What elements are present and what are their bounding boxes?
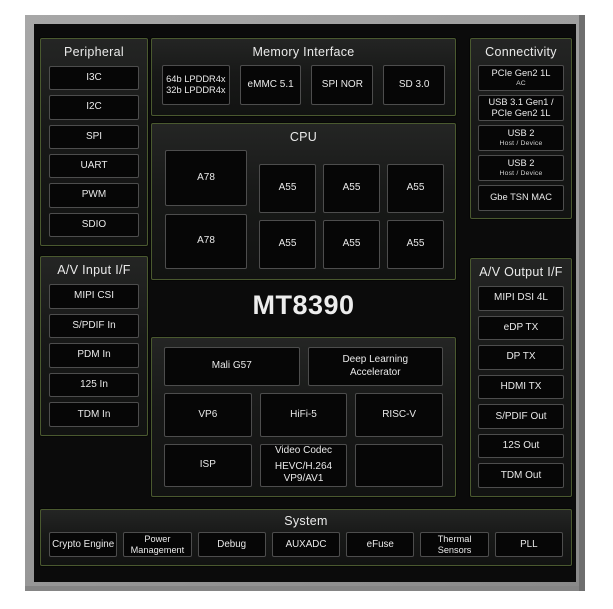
block-tdm-in: TDM In bbox=[49, 402, 139, 427]
section-memory-interface: Memory Interface 64b LPDDR4x 32b LPDDR4x… bbox=[151, 38, 456, 116]
system-items: Crypto Engine Power Management Debug AUX… bbox=[41, 530, 571, 565]
block-a55-1: A55 bbox=[259, 164, 316, 213]
multimedia-row-3: ISP Video Codec HEVC/H.264 VP9/AV1 bbox=[164, 443, 443, 487]
block-pll: PLL bbox=[494, 532, 563, 557]
multimedia-items: Mali G57 Deep Learning Accelerator VP6 H… bbox=[152, 338, 455, 496]
block-risc-v: RISC-V bbox=[355, 393, 443, 437]
block-usb2-1: USB 2 Host / Device bbox=[478, 125, 564, 151]
cpu-little-cores: A55 A55 A55 A55 A55 A55 bbox=[259, 164, 444, 269]
section-title-cpu: CPU bbox=[289, 130, 318, 144]
block-usb31-pcie: USB 3.1 Gen1 / PCIe Gen2 1L bbox=[478, 95, 564, 121]
section-connectivity: Connectivity PCIe Gen2 1L AC USB 3.1 Gen… bbox=[470, 38, 572, 219]
section-title-system: System bbox=[284, 514, 328, 528]
block-a55-3: A55 bbox=[387, 164, 444, 213]
block-a55-2: A55 bbox=[323, 164, 380, 213]
section-av-output: A/V Output I/F MIPI DSI 4L eDP TX DP TX … bbox=[470, 258, 572, 497]
block-i2s-in: 125 In bbox=[49, 372, 139, 398]
block-debug: Debug bbox=[197, 532, 266, 557]
block-video-codec: Video Codec HEVC/H.264 VP9/AV1 bbox=[259, 443, 348, 487]
peripheral-items: I3C I2C SPI UART PWM SDIO bbox=[41, 63, 147, 245]
block-dp-tx: DP TX bbox=[478, 345, 564, 370]
cpu-cores: A78 A78 A55 A55 A55 A55 A55 A55 bbox=[152, 148, 455, 279]
block-mali-g57: Mali G57 bbox=[164, 347, 300, 386]
section-title-peripheral: Peripheral bbox=[64, 45, 124, 59]
block-hdmi-tx: HDMI TX bbox=[478, 374, 564, 400]
section-title-av-output: A/V Output I/F bbox=[479, 265, 563, 279]
multimedia-row-1: Mali G57 Deep Learning Accelerator bbox=[164, 347, 443, 386]
block-i2c: I2C bbox=[49, 95, 139, 120]
block-a55-5: A55 bbox=[323, 220, 380, 269]
section-peripheral: Peripheral I3C I2C SPI UART PWM SDIO bbox=[40, 38, 148, 246]
block-pdm-in: PDM In bbox=[49, 343, 139, 368]
section-multimedia: Mali G57 Deep Learning Accelerator VP6 H… bbox=[151, 337, 456, 497]
section-title-connectivity: Connectivity bbox=[485, 45, 557, 59]
chip-title: MT8390 bbox=[252, 290, 355, 320]
block-thermal-sensors: Thermal Sensors bbox=[420, 532, 489, 557]
block-spdif-out: S/PDIF Out bbox=[478, 404, 564, 429]
av-input-items: MIPI CSI S/PDIF In PDM In 125 In TDM In bbox=[41, 281, 147, 435]
block-spi-nor: SPI NOR bbox=[311, 65, 374, 105]
block-deep-learning-accelerator: Deep Learning Accelerator bbox=[307, 347, 443, 386]
block-lpddr4x: 64b LPDDR4x 32b LPDDR4x bbox=[162, 65, 230, 105]
block-uart: UART bbox=[49, 153, 139, 179]
block-mipi-csi: MIPI CSI bbox=[49, 284, 139, 309]
section-av-input: A/V Input I/F MIPI CSI S/PDIF In PDM In … bbox=[40, 256, 148, 436]
memory-items: 64b LPDDR4x 32b LPDDR4x eMMC 5.1 SPI NOR… bbox=[152, 63, 455, 115]
block-vp6: VP6 bbox=[164, 393, 252, 437]
connectivity-items: PCIe Gen2 1L AC USB 3.1 Gen1 / PCIe Gen2… bbox=[471, 63, 571, 218]
block-a78-2: A78 bbox=[165, 213, 247, 269]
section-title-memory: Memory Interface bbox=[252, 45, 355, 59]
block-a55-6: A55 bbox=[387, 220, 444, 269]
chip-die: Peripheral I3C I2C SPI UART PWM SDIO A/V… bbox=[34, 24, 576, 582]
av-output-items: MIPI DSI 4L eDP TX DP TX HDMI TX S/PDIF … bbox=[471, 283, 571, 496]
block-gbe-tsn-mac: Gbe TSN MAC bbox=[478, 185, 564, 211]
block-usb2-2: USB 2 Host / Device bbox=[478, 155, 564, 181]
block-tdm-out: TDM Out bbox=[478, 463, 564, 489]
block-sdio: SDIO bbox=[49, 212, 139, 237]
section-title-av-input: A/V Input I/F bbox=[57, 263, 131, 277]
block-pcie-gen2: PCIe Gen2 1L AC bbox=[478, 65, 564, 91]
block-isp: ISP bbox=[164, 443, 252, 487]
block-sd: SD 3.0 bbox=[383, 65, 445, 105]
block-mipi-dsi: MIPI DSI 4L bbox=[478, 286, 564, 311]
block-a78-1: A78 bbox=[165, 150, 247, 206]
block-empty bbox=[355, 443, 443, 487]
block-efuse: eFuse bbox=[346, 532, 415, 557]
chip-package: Peripheral I3C I2C SPI UART PWM SDIO A/V… bbox=[25, 15, 585, 591]
block-spi: SPI bbox=[49, 124, 139, 149]
block-pwm: PWM bbox=[49, 183, 139, 208]
block-i2s-out: 12S Out bbox=[478, 433, 564, 459]
block-power-management: Power Management bbox=[123, 532, 192, 557]
cpu-big-cores: A78 A78 bbox=[165, 150, 247, 269]
section-cpu: CPU A78 A78 A55 A55 A55 A55 A55 A55 bbox=[151, 123, 456, 280]
block-emmc: eMMC 5.1 bbox=[239, 65, 302, 105]
multimedia-row-2: VP6 HiFi-5 RISC-V bbox=[164, 393, 443, 437]
block-a55-4: A55 bbox=[259, 220, 316, 269]
block-spdif-in: S/PDIF In bbox=[49, 313, 139, 339]
block-auxadc: AUXADC bbox=[271, 532, 341, 557]
block-hifi5: HiFi-5 bbox=[259, 393, 348, 437]
section-system: System Crypto Engine Power Management De… bbox=[40, 509, 572, 566]
block-edp-tx: eDP TX bbox=[478, 315, 564, 341]
block-i3c: I3C bbox=[49, 66, 139, 91]
block-crypto-engine: Crypto Engine bbox=[49, 532, 118, 557]
